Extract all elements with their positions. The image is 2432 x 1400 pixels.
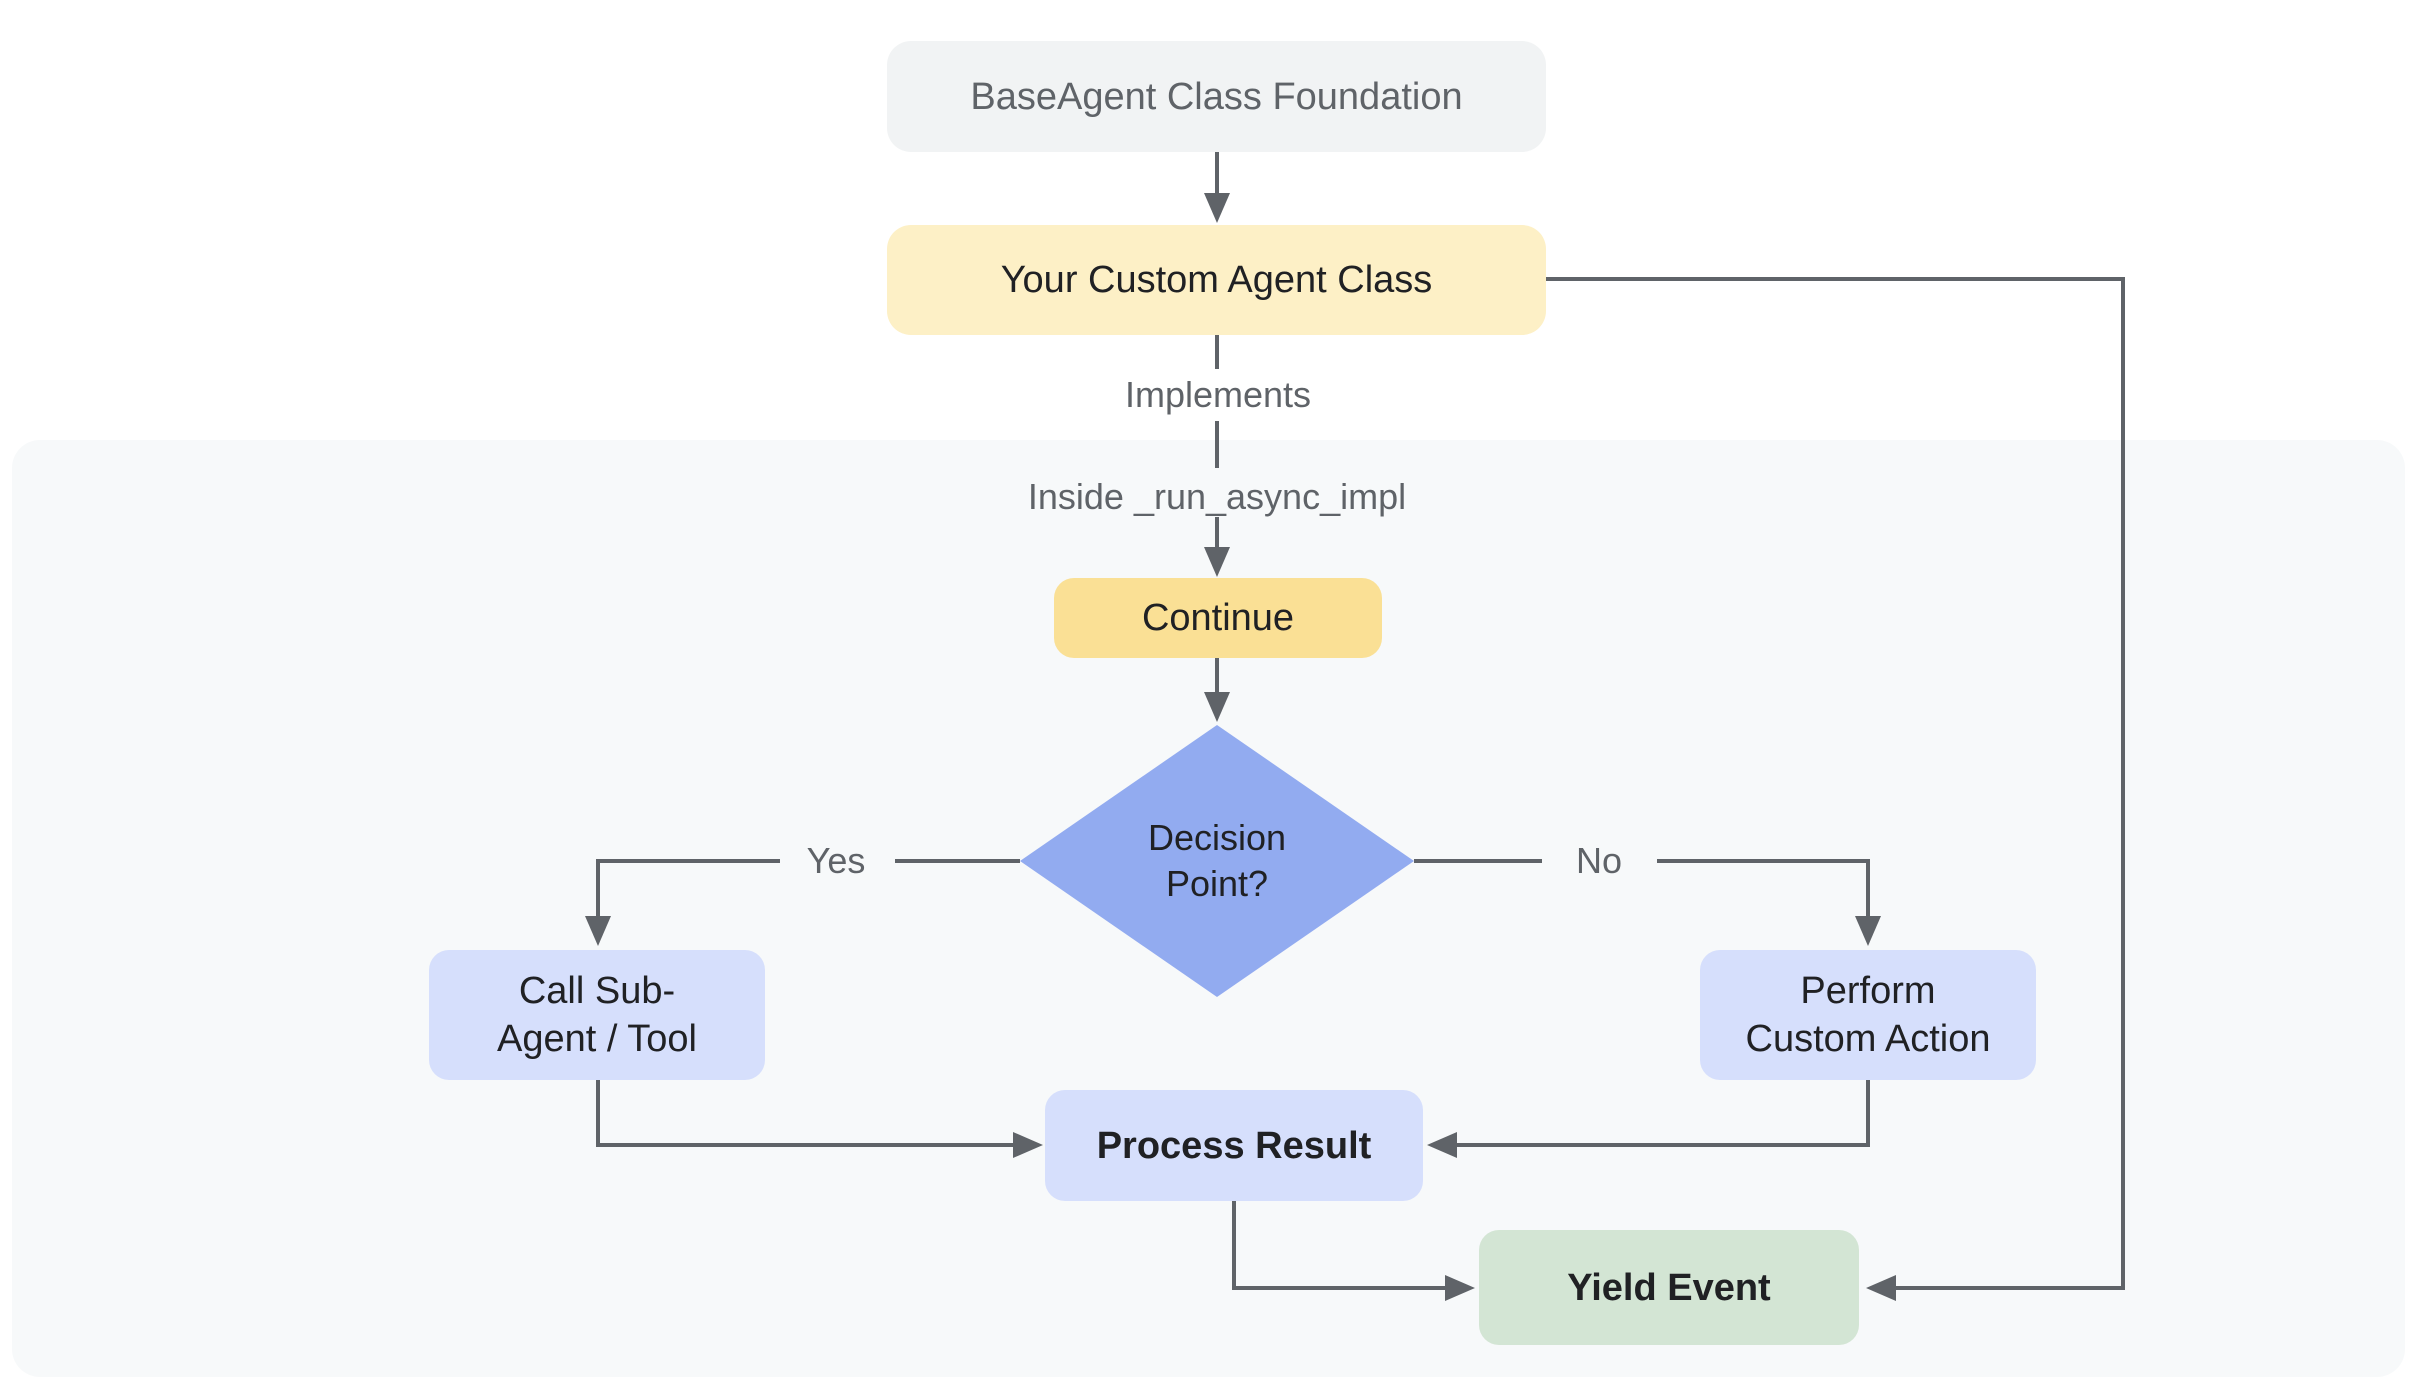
edge-label-inside-run-async-impl: Inside _run_async_impl bbox=[1027, 476, 1407, 517]
edge-call-to-process bbox=[596, 1080, 1013, 1147]
arrowhead-left-process bbox=[1427, 1132, 1457, 1158]
node-your-custom-agent-class: Your Custom Agent Class bbox=[887, 225, 1546, 335]
arrowhead-right-yield bbox=[1445, 1275, 1475, 1301]
decision-line2: Point? bbox=[1165, 863, 1269, 904]
arrowhead-left-yield bbox=[1866, 1275, 1896, 1301]
edge-process-to-yield bbox=[1232, 1201, 1445, 1290]
node-process-result: Process Result bbox=[1045, 1090, 1423, 1201]
node-perform-custom-action: Perform Custom Action bbox=[1700, 950, 2036, 1080]
arrowhead-down-call bbox=[585, 916, 611, 946]
edge-label-yes: Yes bbox=[806, 840, 866, 881]
node-continue: Continue bbox=[1054, 578, 1382, 658]
edge-perform-to-process bbox=[1457, 1080, 1870, 1147]
process-result-label: Process Result bbox=[1096, 1124, 1372, 1167]
node-baseagent-label: BaseAgent Class Foundation bbox=[970, 75, 1463, 118]
edge-custom-to-yield bbox=[1546, 277, 2125, 1290]
perform-line2: Custom Action bbox=[1745, 1018, 1991, 1060]
call-sub-line2: Agent / Tool bbox=[496, 1018, 697, 1060]
arrowhead-down-perform bbox=[1855, 916, 1881, 946]
node-custom-agent-label: Your Custom Agent Class bbox=[1000, 259, 1433, 301]
edge-label-implements: Implements bbox=[1124, 374, 1312, 415]
node-baseagent-class-foundation: BaseAgent Class Foundation bbox=[887, 41, 1546, 152]
arrowhead-right-process bbox=[1013, 1132, 1043, 1158]
node-yield-event: Yield Event bbox=[1479, 1230, 1859, 1345]
edge-decision-no-seg2 bbox=[1657, 859, 1870, 916]
arrowhead-down-continue bbox=[1204, 547, 1230, 577]
yield-event-label: Yield Event bbox=[1567, 1266, 1771, 1309]
decision-line1: Decision bbox=[1147, 817, 1287, 858]
node-continue-label: Continue bbox=[1141, 597, 1295, 639]
perform-line1: Perform bbox=[1800, 970, 1936, 1012]
arrowhead-down-custom bbox=[1204, 193, 1230, 223]
call-sub-line1: Call Sub- bbox=[518, 970, 676, 1012]
edge-label-no: No bbox=[1575, 840, 1623, 881]
edge-decision-yes-seg2 bbox=[596, 859, 780, 916]
node-call-sub-agent-tool: Call Sub- Agent / Tool bbox=[429, 950, 765, 1080]
arrowhead-down-decision bbox=[1204, 692, 1230, 722]
